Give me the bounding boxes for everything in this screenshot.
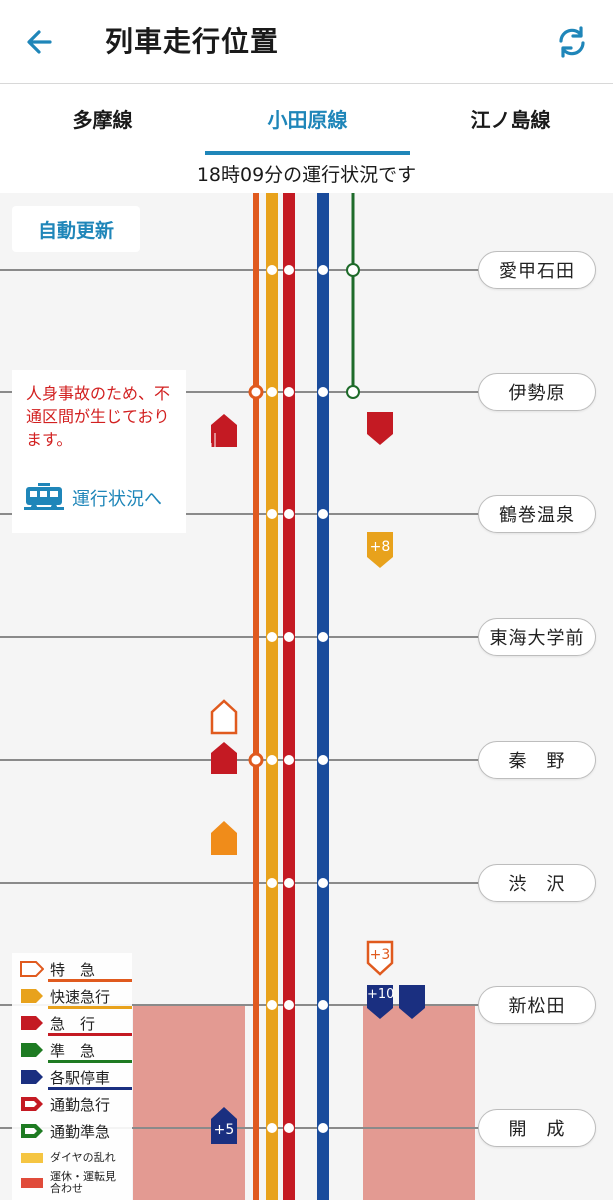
tab-odawara-line[interactable]: 小田原線 bbox=[267, 108, 348, 132]
station-label[interactable]: 愛甲石田 bbox=[478, 251, 596, 289]
tab-enoshima-line[interactable]: 江ノ島線 bbox=[470, 108, 551, 132]
station-label[interactable]: 新松田 bbox=[478, 986, 596, 1024]
station-label[interactable]: 秦 野 bbox=[478, 741, 596, 779]
train-express-up-hadano[interactable] bbox=[211, 742, 237, 774]
train-type-legend: 特 急 快速急行 急 行 準 急 各駅停車 通勤急行 通勤準急 bbox=[12, 953, 132, 1200]
train-local-down-2[interactable] bbox=[399, 985, 425, 1019]
legend-item: 通勤急行 bbox=[20, 1094, 110, 1114]
station-label[interactable]: 東海大学前 bbox=[478, 618, 596, 656]
legend-suspended-swatch bbox=[21, 1178, 43, 1188]
station-label[interactable]: 開 成 bbox=[478, 1109, 596, 1147]
delay-badge: +3 bbox=[369, 947, 391, 963]
legend-underline bbox=[48, 1006, 132, 1009]
legend-commuter-express-icon bbox=[21, 1097, 43, 1111]
legend-item: 快速急行 bbox=[20, 986, 110, 1006]
legend-item: 各駅停車 bbox=[20, 1067, 110, 1087]
legend-express-icon bbox=[21, 1016, 43, 1030]
page-title: 列車走行位置 bbox=[105, 25, 280, 58]
legend-semi-express-icon bbox=[21, 1043, 43, 1057]
service-status-link-label: 運行状況へ bbox=[72, 489, 162, 510]
train-local-down-1[interactable] bbox=[367, 985, 393, 1019]
train-rapid-express-down[interactable] bbox=[367, 532, 393, 568]
legend-item: 準 急 bbox=[20, 1040, 95, 1060]
legend-item: 通勤準急 bbox=[20, 1121, 110, 1141]
legend-item: 運休・運転見合わせ bbox=[20, 1171, 120, 1195]
legend-underline bbox=[48, 1033, 132, 1036]
station-label[interactable]: 渋 沢 bbox=[478, 864, 596, 902]
app-bar: 列車走行位置 bbox=[0, 0, 613, 84]
train-rapid-express-up[interactable] bbox=[211, 821, 237, 855]
train-limited-express-up[interactable] bbox=[210, 699, 238, 735]
delay-badge: +10 bbox=[367, 987, 395, 1002]
legend-underline bbox=[48, 1060, 132, 1063]
train-express-up[interactable] bbox=[211, 414, 237, 447]
station-dots bbox=[248, 263, 360, 1133]
train-express-down[interactable] bbox=[367, 412, 393, 445]
legend-limited-express-icon bbox=[20, 961, 44, 977]
legend-delay-swatch bbox=[21, 1153, 43, 1163]
train-local-up[interactable] bbox=[211, 1107, 237, 1144]
line-tabs: 多摩線 小田原線 江ノ島線 bbox=[0, 84, 613, 156]
legend-commuter-semi-express-icon bbox=[21, 1124, 43, 1138]
service-status-link[interactable]: 運行状況へ bbox=[24, 483, 162, 513]
incident-notice: 人身事故のため、不通区間が生じております。 運行状況へ bbox=[12, 370, 186, 533]
suspended-zone-left bbox=[133, 1005, 245, 1200]
legend-local-icon bbox=[21, 1070, 43, 1084]
station-label[interactable]: 伊勢原 bbox=[478, 373, 596, 411]
notice-message: 人身事故のため、不通区間が生じております。 bbox=[26, 384, 171, 449]
auto-update-button[interactable]: 自動更新 bbox=[12, 206, 140, 252]
tab-tama-line[interactable]: 多摩線 bbox=[72, 108, 133, 132]
refresh-button[interactable] bbox=[552, 22, 592, 62]
legend-underline bbox=[48, 979, 132, 982]
route-diagram bbox=[0, 193, 480, 1200]
tab-active-indicator bbox=[205, 151, 410, 155]
legend-item: ダイヤの乱れ bbox=[20, 1148, 116, 1168]
station-label[interactable]: 鶴巻温泉 bbox=[478, 495, 596, 533]
legend-item: 急 行 bbox=[20, 1013, 95, 1033]
back-button[interactable] bbox=[20, 22, 60, 62]
status-text: 18時09分の運行状況です bbox=[196, 164, 417, 186]
train-limited-express-down[interactable] bbox=[366, 940, 394, 976]
delay-badge: +8 bbox=[369, 539, 391, 555]
refresh-icon bbox=[559, 26, 585, 58]
delay-badge: +5 bbox=[213, 1122, 235, 1138]
legend-rapid-express-icon bbox=[21, 989, 43, 1003]
train-position-map: +8 +3 +10 +5 自動更新 愛甲石田 伊勢原 鶴巻温泉 東海大学前 秦 … bbox=[0, 193, 613, 1200]
train-icon bbox=[24, 483, 64, 510]
legend-item: 特 急 bbox=[20, 959, 95, 979]
arrow-left-icon bbox=[27, 30, 52, 54]
legend-underline bbox=[48, 1087, 132, 1090]
suspended-zone-right bbox=[363, 1005, 475, 1200]
